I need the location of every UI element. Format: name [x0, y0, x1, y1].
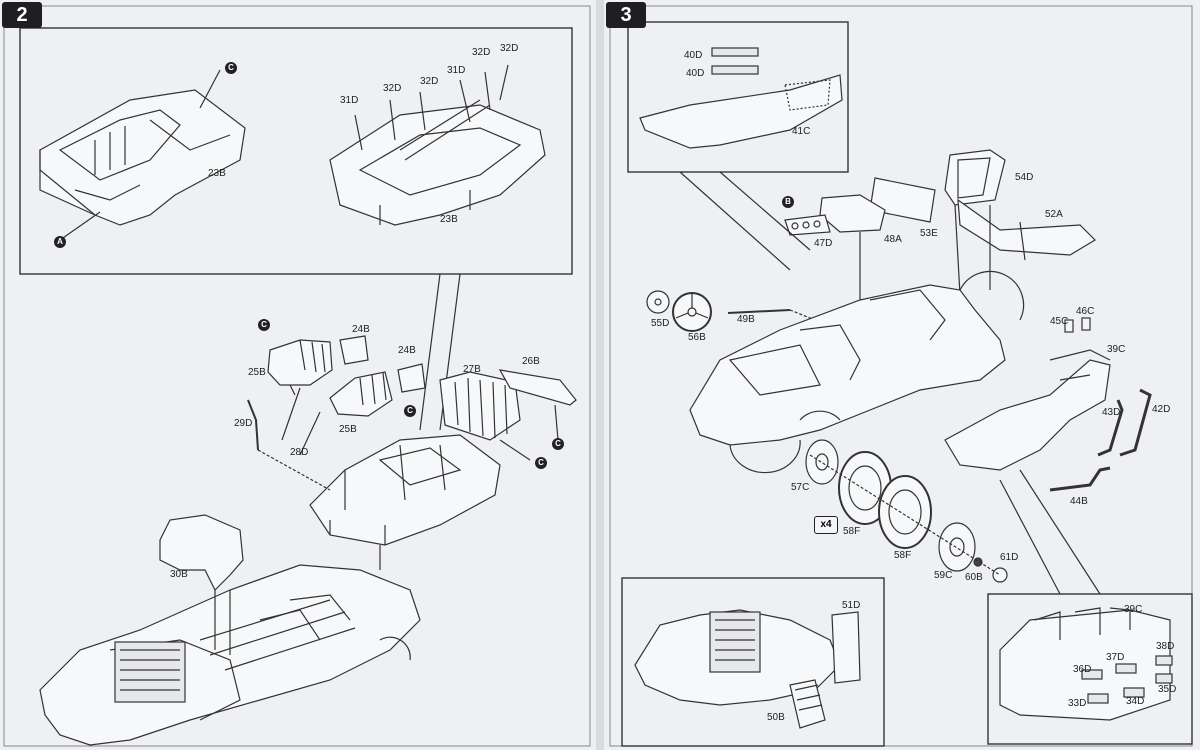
body-assembly	[689, 270, 1025, 474]
shift-lever-29d	[247, 399, 259, 451]
part-label: 24B	[352, 324, 370, 335]
part-label: 57C	[791, 482, 810, 493]
part-label: 47D	[814, 238, 833, 249]
part-label: 36D	[1073, 664, 1092, 675]
part-label: 53E	[920, 228, 938, 239]
part-label: 39C	[1107, 344, 1126, 355]
interior-tub-23b-right	[329, 64, 546, 226]
callout-c: C	[535, 457, 547, 469]
interior-tub-23b-left	[39, 69, 246, 241]
quantity-multiplier: x4	[814, 516, 838, 534]
part-label: 32D	[472, 47, 491, 58]
part-label: 32D	[420, 76, 439, 87]
part-label: 24B	[398, 345, 416, 356]
callout-c: C	[225, 62, 237, 74]
step3-detail-box-bottom-left	[621, 577, 885, 747]
rear-seat-parts	[439, 369, 577, 461]
wheel-parts	[805, 439, 1008, 583]
callout-b: B	[782, 196, 794, 208]
part-label: 56B	[688, 332, 706, 343]
chassis-body-shell	[39, 564, 421, 746]
part-label: 25B	[248, 367, 266, 378]
part-label: 51D	[842, 600, 861, 611]
part-label: 38D	[1156, 641, 1175, 652]
part-label: 29D	[234, 418, 253, 429]
part-label: 42D	[1152, 404, 1171, 415]
windshield-parts	[869, 149, 1096, 296]
step3-frame	[609, 5, 1193, 747]
part-label: 40D	[684, 50, 703, 61]
steering-parts	[646, 290, 816, 332]
part-label: 35D	[1158, 684, 1177, 695]
part-label: 30B	[170, 569, 188, 580]
part-label: 52A	[1045, 209, 1063, 220]
radiator-panel-detail	[999, 607, 1173, 721]
page-gutter	[596, 0, 604, 750]
part-label: 48A	[884, 234, 902, 245]
exhaust-parts	[1049, 388, 1152, 492]
step2-detail-box	[19, 27, 573, 275]
interior-tub-assembly	[309, 434, 501, 570]
part-label: 27B	[463, 364, 481, 375]
callout-c: C	[258, 319, 270, 331]
part-label: 25B	[339, 424, 357, 435]
part-label: 31D	[340, 95, 359, 106]
callout-c: C	[404, 405, 416, 417]
part-label: 59C	[934, 570, 953, 581]
part-label: 46C	[1076, 306, 1095, 317]
callout-c: C	[552, 438, 564, 450]
step3-detail-box-bottom-right	[987, 593, 1193, 745]
part-label: 37D	[1106, 652, 1125, 663]
part-label: 41C	[792, 126, 811, 137]
part-label: 50B	[767, 712, 785, 723]
part-label: 58F	[843, 526, 861, 537]
part-label: 40D	[686, 68, 705, 79]
part-label: 43D	[1102, 407, 1121, 418]
callout-a: A	[54, 236, 66, 248]
part-label: 58F	[894, 550, 912, 561]
part-label: 31D	[447, 65, 466, 76]
part-label: 54D	[1015, 172, 1034, 183]
part-label: 44B	[1070, 496, 1088, 507]
seat-parts	[267, 335, 426, 456]
part-label: 32D	[500, 43, 519, 54]
part-label: 60B	[965, 572, 983, 583]
part-label: 23B	[440, 214, 458, 225]
part-label: 26B	[522, 356, 540, 367]
part-label: 32D	[383, 83, 402, 94]
body-detail-front	[634, 609, 861, 729]
part-label: 33D	[1068, 698, 1087, 709]
part-label: 49B	[737, 314, 755, 325]
hood-41c	[639, 47, 843, 149]
step-number-badge: 3	[606, 2, 646, 28]
part-label: 45C	[1050, 316, 1069, 327]
step2-frame	[3, 5, 591, 747]
part-label: 34D	[1126, 696, 1145, 707]
part-label: 23B	[208, 168, 226, 179]
part-label: 39C	[1124, 604, 1143, 615]
dashboard-parts	[784, 194, 886, 300]
part-label: 61D	[1000, 552, 1019, 563]
fender-panel	[944, 317, 1111, 471]
part-label: 55D	[651, 318, 670, 329]
part-label: 28D	[290, 447, 309, 458]
step-number-badge: 2	[2, 2, 42, 28]
step3-detail-box-top	[627, 21, 849, 173]
rear-cowl-30b	[159, 514, 244, 592]
